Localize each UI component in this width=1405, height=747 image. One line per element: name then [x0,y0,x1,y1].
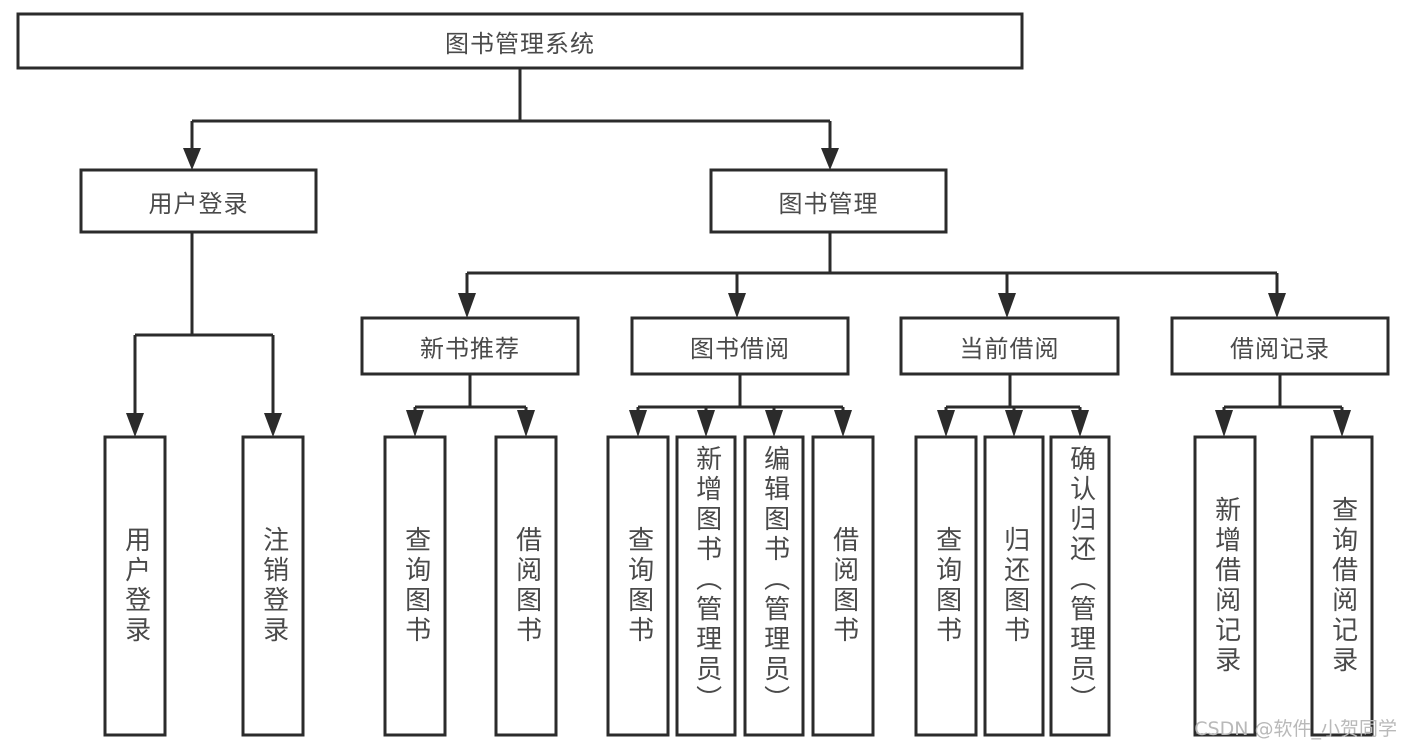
arrow-to-current-borrow [998,293,1016,318]
node-root[interactable] [16,12,1024,70]
arrow-to-book-management [821,148,839,170]
node-borrow-record[interactable] [1170,316,1390,376]
node-leaf-user-login[interactable] [103,435,167,737]
edges-layer [126,68,1351,437]
arrow-leaf-confirm-return [1071,410,1089,437]
arrow-to-user-login [183,148,201,170]
node-leaf-query-book-3[interactable] [914,435,978,737]
node-book-management[interactable] [709,168,948,234]
arrow-leaf-query-book-3 [937,410,955,437]
arrow-to-book-borrow [728,293,746,318]
arrow-to-borrow-record [1268,293,1286,318]
node-leaf-query-record[interactable] [1310,435,1374,737]
arrow-leaf-query-book-2 [629,410,647,437]
arrow-leaf-add-record [1215,410,1233,437]
node-leaf-edit-book[interactable] [743,435,805,737]
arrow-leaf-borrow-book-1 [517,410,535,437]
arrow-leaf-query-record [1333,410,1351,437]
node-leaf-query-book-2[interactable] [606,435,670,737]
node-leaf-confirm-return[interactable] [1049,435,1111,737]
node-leaf-return-book[interactable] [983,435,1045,737]
node-leaf-add-book[interactable] [675,435,737,737]
arrow-leaf-user-login [126,413,144,437]
node-current-borrow[interactable] [899,316,1120,376]
node-leaf-query-book-1[interactable] [383,435,447,737]
arrow-leaf-add-book [697,410,715,437]
node-leaf-add-record[interactable] [1193,435,1257,737]
node-leaf-borrow-book-1[interactable] [494,435,558,737]
arrow-leaf-borrow-book-2 [834,410,852,437]
arrow-leaf-logout-login [264,413,282,437]
arrow-to-new-book-recommend [458,293,476,318]
arrow-leaf-return-book [1005,410,1023,437]
node-book-borrow[interactable] [630,316,850,376]
node-new-book-recommend[interactable] [360,316,580,376]
node-leaf-borrow-book-2[interactable] [811,435,875,737]
nodes-layer [16,12,1390,737]
arrow-leaf-query-book-1 [406,410,424,437]
node-leaf-logout-login[interactable] [241,435,305,737]
arrow-leaf-edit-book [765,410,783,437]
node-user-login[interactable] [79,168,318,234]
